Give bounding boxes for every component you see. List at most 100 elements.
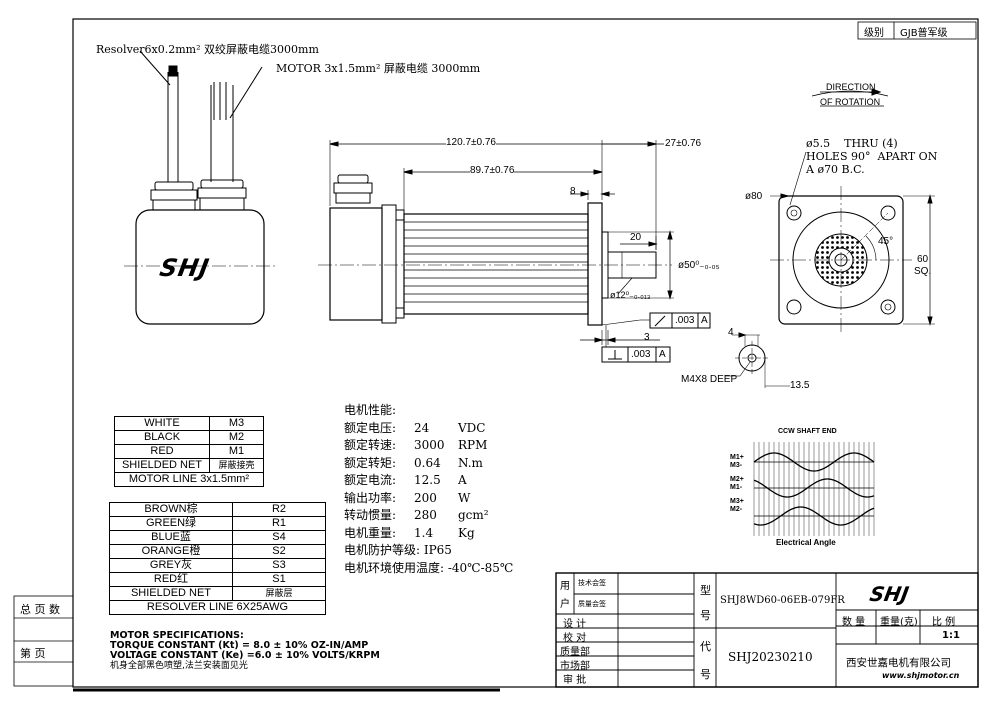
waveform-xlabel: Electrical Angle xyxy=(776,538,836,547)
motor-specifications: MOTOR SPECIFICATIONS: TORQUE CONSTANT (K… xyxy=(110,631,380,672)
tap-note: M4X8 DEEP xyxy=(681,374,738,385)
company-website: www.shjmotor.cn xyxy=(882,671,960,680)
waveform-label: M3+ xyxy=(730,498,744,505)
dim-pilot-diameter: ø50⁰₋₀.₀₅ xyxy=(678,260,720,271)
col-scale: 比 例 xyxy=(932,617,956,628)
holes-note-1: ø5.5 THRU (4) xyxy=(806,137,898,150)
dim-shaft-extension: 27±0.76 xyxy=(665,138,702,149)
waveform-label: M2- xyxy=(730,506,743,513)
role-check: 校 对 xyxy=(563,633,587,644)
waveform-label: M2+ xyxy=(730,476,744,483)
waveform-trace xyxy=(753,478,875,498)
specs-note: 机身全部黑色喷塑,法兰安装面见光 xyxy=(110,661,248,671)
holes-note-3: A ø70 B.C. xyxy=(806,163,865,176)
role-design: 设 计 xyxy=(563,619,587,630)
code-label-1: 代 xyxy=(700,640,711,653)
company-name: 西安世嘉电机有限公司 xyxy=(846,657,951,669)
col-weight: 重量(克) xyxy=(880,617,918,628)
waveform-title: CCW SHAFT END xyxy=(778,428,837,435)
user-label: 用户 xyxy=(560,581,570,610)
dim-square: 60 xyxy=(917,254,929,265)
table-row: RESOLVER LINE 6X25AWG xyxy=(109,600,326,615)
performance-environment: 电机环境使用温度: -40℃-85℃ xyxy=(344,560,514,575)
wire-color: GREY灰 xyxy=(109,558,233,573)
performance-title: 电机性能: xyxy=(344,403,397,417)
shaft-detail-drawing xyxy=(725,332,790,388)
dim-key-length: 20 xyxy=(630,232,642,243)
gdt-tolerance-1: .003 xyxy=(675,315,695,326)
table-row: MOTOR LINE 3x1.5mm² xyxy=(114,472,264,487)
gdt-datum-2: A xyxy=(659,349,666,360)
model-number: SHJ8WD60-06EB-079FR xyxy=(720,595,845,606)
dim-body-length: 89.7±0.76 xyxy=(470,165,515,176)
total-pages-label: 总 页 数 xyxy=(20,603,60,616)
front-view-drawing xyxy=(770,88,935,334)
waveform-trace xyxy=(753,452,875,472)
role-market: 市场部 xyxy=(560,661,590,672)
gdt-datum-1: A xyxy=(701,315,708,326)
direction-label-1: DIRECTION xyxy=(826,82,876,92)
code-label-2: 号 xyxy=(700,668,711,681)
model-label-2: 号 xyxy=(700,609,711,622)
direction-label-2: OF ROTATION xyxy=(820,97,881,107)
waveform-trace xyxy=(753,506,875,526)
grade-value: GJB普军级 xyxy=(900,28,948,39)
dim-step: 3 xyxy=(644,332,650,343)
motor-cable-label: MOTOR 3x1.5mm² 屏蔽电缆 3000mm xyxy=(276,62,481,75)
specs-torque: TORQUE CONSTANT (Kt) = 8.0 ± 10% OZ-IN/A… xyxy=(110,640,369,651)
dim-shaft-diameter: ø12⁰₋₀.₀₁₃ xyxy=(610,290,651,300)
dim-keyway: 4 xyxy=(728,327,734,338)
waveform-label: M1+ xyxy=(730,454,744,461)
dim-bolt-circle: ø80 xyxy=(745,191,763,202)
dim-angle: 45° xyxy=(878,236,894,247)
dim-overall-length: 120.7±0.76 xyxy=(446,137,496,148)
dim-square-unit: SQ. xyxy=(914,266,932,277)
dim-flange-thickness: 8 xyxy=(570,186,576,197)
dim-shaft-face: 13.5 xyxy=(790,380,810,391)
waveform-grid xyxy=(753,442,875,536)
waveform-label: M1- xyxy=(730,484,743,491)
waveform-diagram xyxy=(753,442,875,536)
page-label: 第 页 xyxy=(20,647,46,660)
resolver-line-label: RESOLVER LINE 6X25AWG xyxy=(109,600,326,615)
model-label-1: 型 xyxy=(700,584,711,597)
wire-terminal: S3 xyxy=(232,558,326,573)
role-approve: 审 批 xyxy=(563,675,587,686)
tech-signoff-label: 技术会签 xyxy=(578,579,606,587)
wire-color: BROWN棕 xyxy=(109,502,233,517)
wire-color: SHIELDED NET xyxy=(109,586,233,601)
waveform-label: M3- xyxy=(730,462,743,469)
quality-signoff-label: 质量会签 xyxy=(578,600,606,608)
specs-voltage: VOLTAGE CONSTANT (Ke) =6.0 ± 10% VOLTS/K… xyxy=(110,650,380,661)
resolver-cable-label: Resolver6x0.2mm² 双绞屏蔽电缆3000mm xyxy=(96,43,319,56)
motor-line-label: MOTOR LINE 3x1.5mm² xyxy=(114,472,264,487)
left-view-drawing xyxy=(124,50,276,325)
holes-note-2: HOLES 90° APART ON xyxy=(806,150,938,163)
gdt-tolerance-2: .003 xyxy=(631,349,651,360)
role-quality: 质量部 xyxy=(560,647,590,658)
brand-logo-title: SHJ xyxy=(867,582,911,606)
drawing-code: SHJ20230210 xyxy=(728,650,813,664)
performance-protection: 电机防护等级: IP65 xyxy=(344,543,452,557)
grade-label: 级别 xyxy=(864,28,884,39)
